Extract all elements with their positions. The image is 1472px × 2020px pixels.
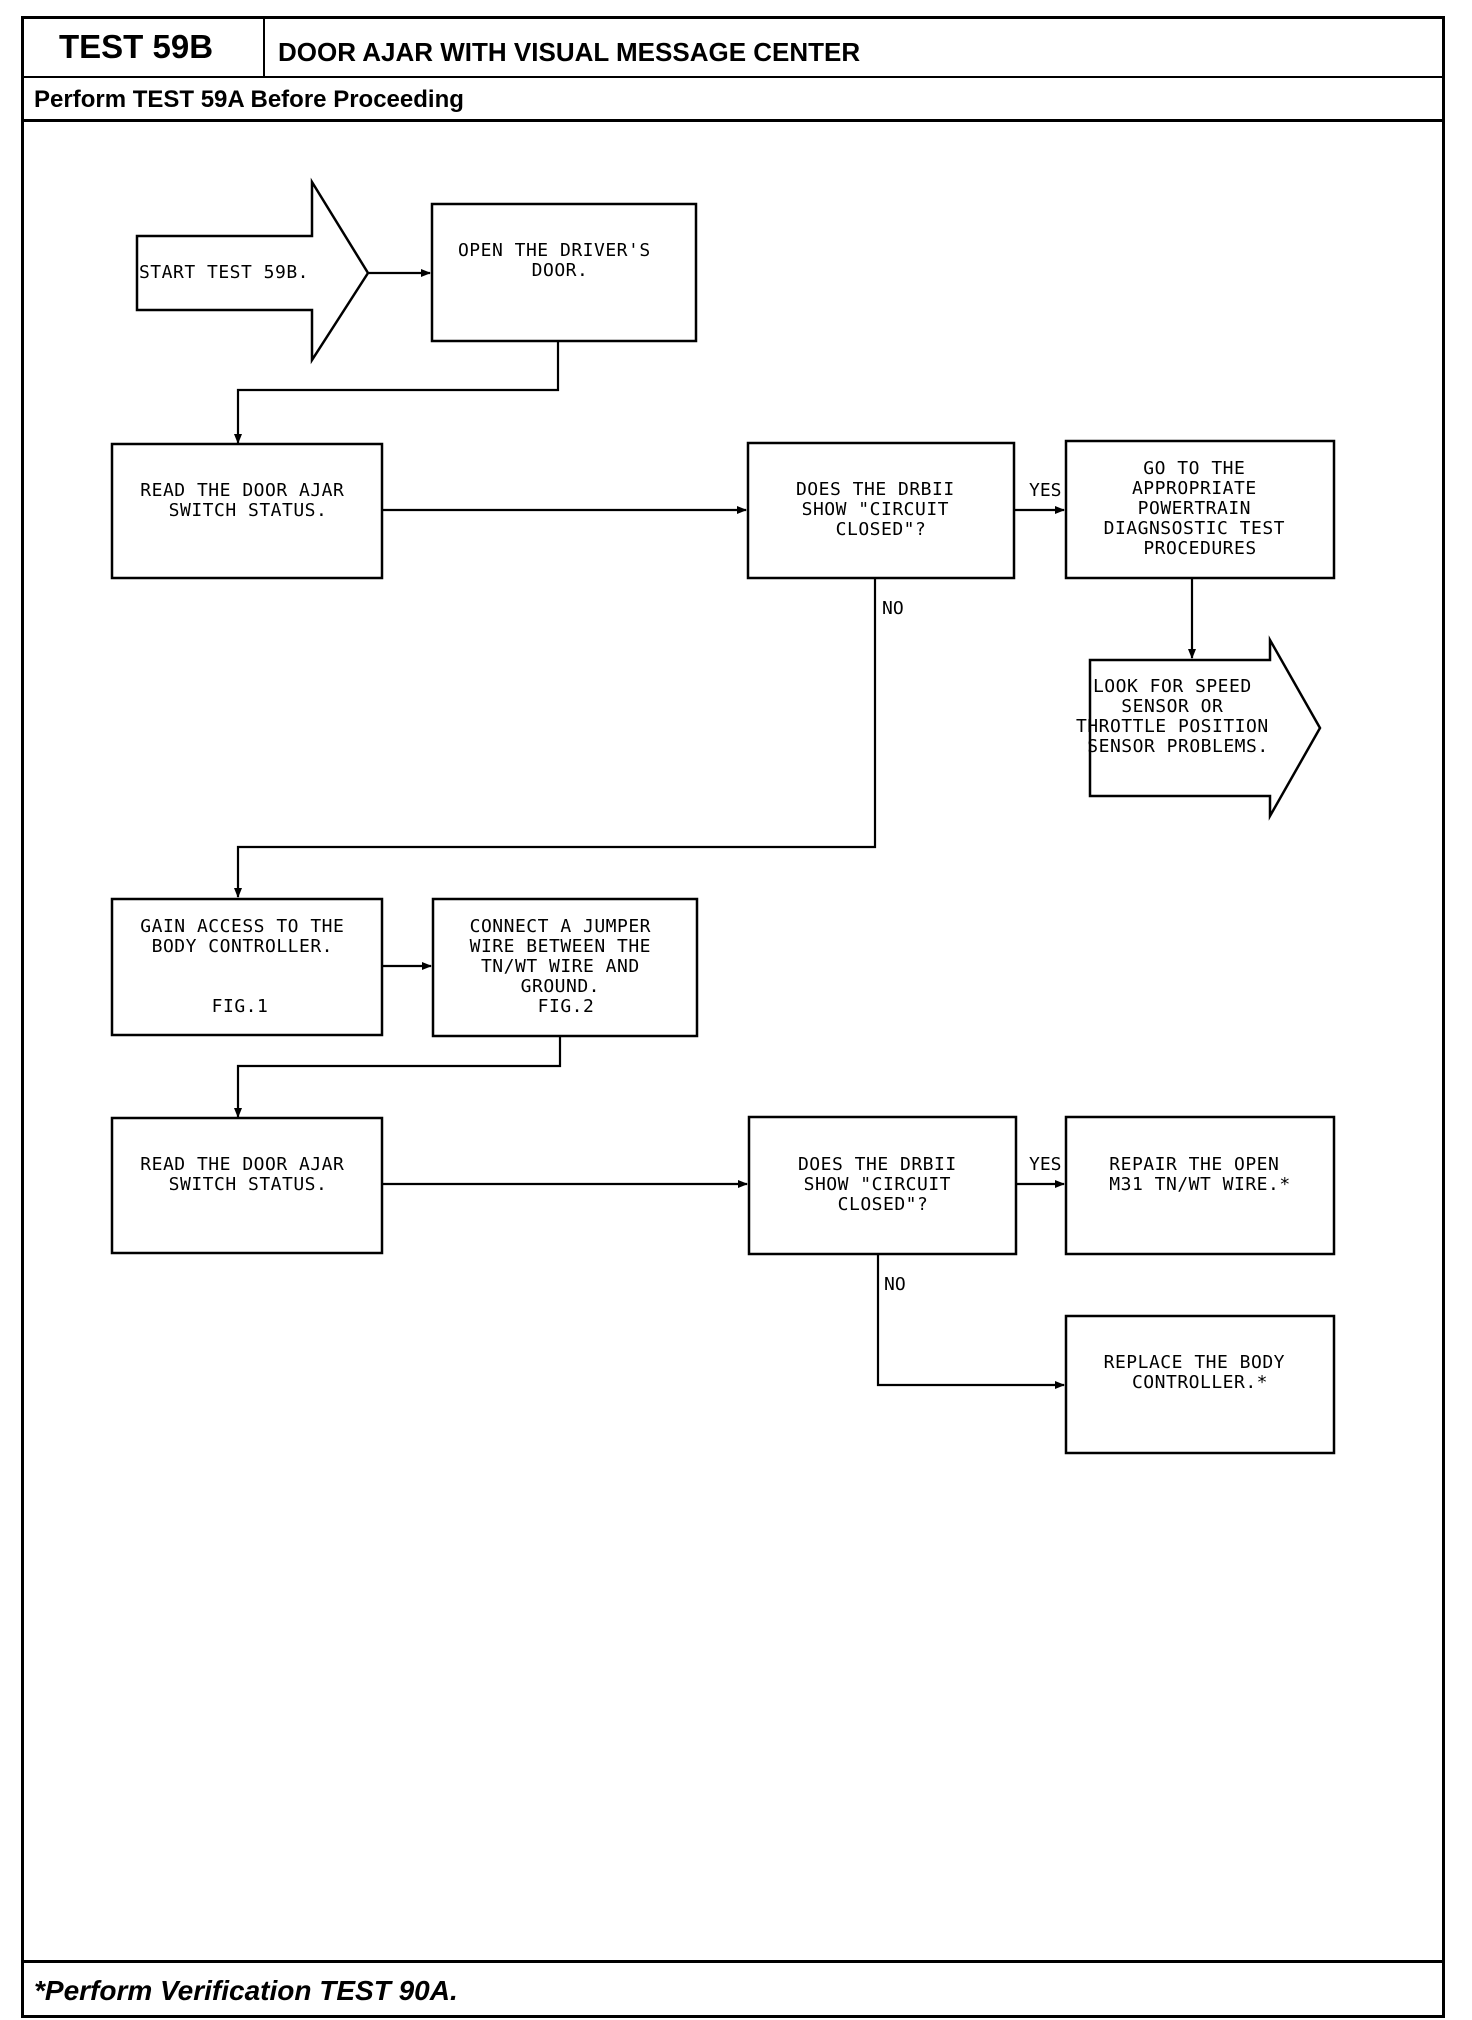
decision-1-text: DOES THE DRBII SHOW "CIRCUIT CLOSED"? — [796, 479, 966, 540]
look-for-arrow-shape — [1088, 635, 1322, 821]
repair-box — [1064, 1115, 1336, 1256]
footer-divider — [21, 1960, 1445, 1963]
connector-decision2-no — [876, 1254, 1065, 1389]
footer-note: *Perform Verification TEST 90A. — [34, 1975, 458, 2006]
gain-access-box — [110, 897, 384, 1037]
replace-box — [1064, 1314, 1336, 1455]
read-status-1-text: READ THE DOOR AJAR SWITCH STATUS. — [140, 480, 355, 521]
look-for-text: LOOK FOR SPEED SENSOR OR THROTTLE POSITI… — [1076, 676, 1280, 757]
header-row — [21, 16, 1445, 78]
replace-text: REPLACE THE BODY CONTROLLER.* — [1104, 1352, 1297, 1393]
connector-jumper-to-read2 — [234, 1036, 562, 1118]
page-frame — [21, 16, 1445, 2018]
decision-2-box — [747, 1115, 1018, 1256]
powertrain-text: GO TO THE APPROPRIATE POWERTRAIN DIAGNSO… — [1104, 458, 1297, 559]
read-status-1-box — [110, 442, 384, 580]
powertrain-box — [1064, 439, 1336, 580]
test-id: TEST 59B — [21, 16, 265, 78]
decision-1-no-label: NO — [882, 598, 904, 619]
jumper-box — [431, 897, 699, 1038]
flow-diagram: START TEST 59B. OPEN THE DRIVER'S DOOR. … — [110, 177, 1336, 1455]
prerequisite-row — [21, 78, 1445, 122]
connector-decision1-no — [234, 578, 877, 898]
gain-access-text: GAIN ACCESS TO THE BODY CONTROLLER. FIG.… — [140, 916, 355, 1017]
read-status-2-text: READ THE DOOR AJAR SWITCH STATUS. — [140, 1154, 355, 1195]
connector-open-to-read1 — [234, 342, 560, 444]
open-door-box — [430, 202, 698, 343]
decision-2-yes-label: YES — [1029, 1154, 1062, 1175]
page-title: DOOR AJAR WITH VISUAL MESSAGE CENTER — [278, 37, 861, 67]
start-text: START TEST 59B. — [139, 262, 309, 283]
decision-2-text: DOES THE DRBII SHOW "CIRCUIT CLOSED"? — [798, 1154, 968, 1215]
repair-text: REPAIR THE OPEN M31 TN/WT WIRE.* — [1109, 1154, 1290, 1195]
open-door-text: OPEN THE DRIVER'S DOOR. — [458, 240, 662, 281]
decision-1-yes-label: YES — [1029, 480, 1062, 501]
decision-1-box — [746, 441, 1016, 580]
connectors — [234, 269, 1196, 1389]
read-status-2-box — [110, 1116, 384, 1255]
start-arrow-shape — [135, 177, 370, 365]
jumper-text: CONNECT A JUMPER WIRE BETWEEN THE TN/WT … — [470, 916, 663, 1017]
prerequisite-text: Perform TEST 59A Before Proceeding — [34, 86, 464, 113]
decision-2-no-label: NO — [884, 1274, 906, 1295]
